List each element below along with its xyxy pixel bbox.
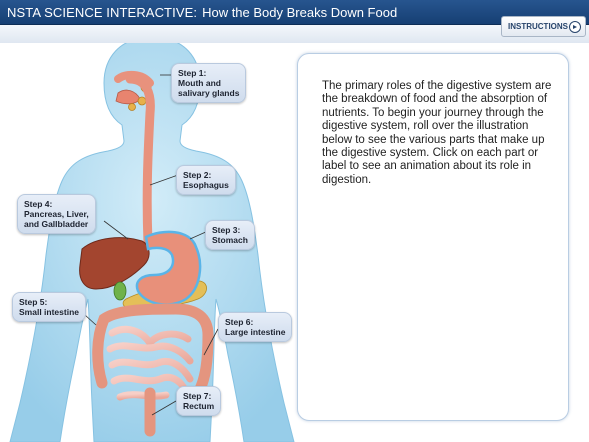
- toolbar: [0, 25, 589, 43]
- step-4-label[interactable]: Step 4: Pancreas, Liver, and Gallbladder: [17, 194, 96, 234]
- step-6-name: Large intestine: [225, 327, 286, 337]
- step-4-name: Pancreas, Liver,: [24, 209, 89, 219]
- page-title: How the Body Breaks Down Food: [202, 5, 398, 20]
- throat: [114, 70, 154, 87]
- step-5-number: Step 5:: [19, 297, 48, 307]
- step-5-label[interactable]: Step 5: Small intestine: [12, 292, 86, 322]
- salivary-gland[interactable]: [137, 96, 147, 106]
- step-2-number: Step 2:: [183, 170, 212, 180]
- esophagus[interactable]: [125, 74, 155, 248]
- step-5-name: Small intestine: [19, 307, 79, 317]
- step-2-name: Esophagus: [183, 180, 229, 190]
- info-text: The primary roles of the digestive syste…: [322, 80, 552, 186]
- liver[interactable]: [79, 237, 150, 290]
- instructions-button[interactable]: INSTRUCTIONS: [501, 16, 586, 37]
- step-6-label[interactable]: Step 6: Large intestine: [218, 312, 293, 342]
- step-7-number: Step 7:: [183, 391, 212, 401]
- step-6-number: Step 6:: [225, 317, 254, 327]
- step-7-name: Rectum: [183, 401, 215, 411]
- step-3-number: Step 3:: [212, 225, 241, 235]
- digestive-system-figure: [0, 43, 300, 442]
- stomach[interactable]: [135, 230, 202, 306]
- small-intestine[interactable]: [106, 325, 194, 401]
- step-3-label[interactable]: Step 3: Stomach: [205, 220, 255, 250]
- circle-play-icon: [569, 21, 581, 33]
- step-3-name: Stomach: [212, 235, 248, 245]
- gallbladder[interactable]: [113, 281, 127, 301]
- info-panel: The primary roles of the digestive syste…: [297, 53, 569, 421]
- instructions-label: INSTRUCTIONS: [508, 22, 568, 31]
- step-1-name-line2: salivary glands: [178, 88, 240, 98]
- step-2-label[interactable]: Step 2: Esophagus: [176, 165, 236, 195]
- salivary-gland[interactable]: [128, 103, 136, 111]
- app-title-bar: NSTA SCIENCE INTERACTIVE: How the Body Br…: [0, 0, 589, 25]
- body-illustration: [9, 43, 295, 442]
- step-1-number: Step 1:: [178, 68, 207, 78]
- step-4-number: Step 4:: [24, 199, 53, 209]
- app-brand: NSTA SCIENCE INTERACTIVE:: [7, 5, 198, 20]
- large-intestine[interactable]: [92, 303, 214, 399]
- step-7-label[interactable]: Step 7: Rectum: [176, 386, 222, 416]
- step-4-name-line2: and Gallbladder: [24, 219, 89, 229]
- step-1-label[interactable]: Step 1: Mouth and salivary glands: [171, 63, 247, 103]
- step-1-name: Mouth and: [178, 78, 221, 88]
